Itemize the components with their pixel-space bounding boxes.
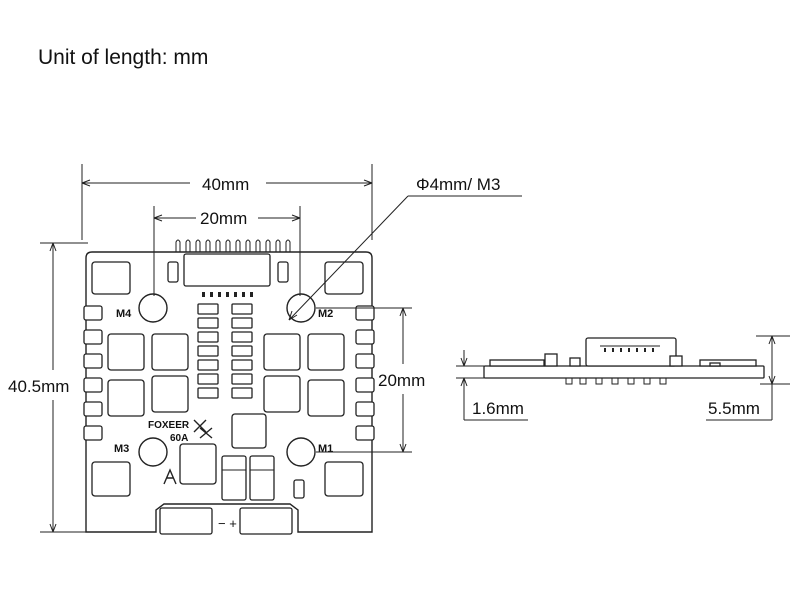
unit-title: Unit of length: mm bbox=[38, 46, 209, 69]
mosfet-grid-right bbox=[263, 333, 345, 417]
resistor-array-right bbox=[231, 303, 253, 399]
side-view bbox=[483, 337, 765, 385]
mosfet-grid-left bbox=[107, 333, 189, 417]
mosfet-pad bbox=[324, 461, 364, 497]
capacitor-large bbox=[221, 455, 247, 501]
height-inner-label: 20mm bbox=[378, 371, 425, 390]
width-outer-label: 40mm bbox=[202, 175, 249, 194]
top-connector-pins bbox=[175, 239, 291, 252]
mount-hole-m3 bbox=[138, 437, 168, 467]
brand-label: FOXEER bbox=[148, 420, 190, 431]
capacitor bbox=[293, 479, 305, 499]
connector-pins-lower bbox=[202, 292, 253, 297]
mount-label-m3: M3 bbox=[114, 443, 129, 455]
height-outer-label: 40.5mm bbox=[8, 377, 69, 396]
mosfet-pad bbox=[324, 261, 364, 295]
mosfet-pad bbox=[179, 443, 217, 485]
hole-label: Φ4mm/ M3 bbox=[416, 175, 500, 194]
mount-label-m1: M1 bbox=[318, 443, 333, 455]
main-connector bbox=[183, 253, 271, 287]
mosfet-pad bbox=[91, 261, 131, 295]
capacitor-large bbox=[249, 455, 275, 501]
arrow-logo bbox=[163, 468, 177, 485]
side-pads bbox=[83, 305, 375, 441]
power-symbols: − + bbox=[218, 516, 237, 531]
mosfet-pad bbox=[91, 461, 131, 497]
mount-label-m2: M2 bbox=[318, 308, 333, 320]
mount-hole-m1 bbox=[286, 437, 316, 467]
model-label: 60A bbox=[170, 433, 188, 444]
resistor-array-left bbox=[197, 303, 219, 399]
mcu-chip bbox=[231, 413, 267, 449]
hole-leader bbox=[288, 195, 409, 321]
board-outline bbox=[85, 251, 373, 533]
mount-hole-m2 bbox=[286, 293, 316, 323]
total-thickness-label: 5.5mm bbox=[708, 399, 760, 418]
mount-label-m4: M4 bbox=[116, 308, 132, 320]
power-pad-positive bbox=[239, 507, 293, 535]
foxeer-logo bbox=[193, 419, 213, 439]
capacitor bbox=[277, 261, 289, 283]
pcb-thickness-label: 1.6mm bbox=[472, 399, 524, 418]
mount-hole-m4 bbox=[138, 293, 168, 323]
capacitor bbox=[167, 261, 179, 283]
power-pad-negative bbox=[159, 507, 213, 535]
width-inner-label: 20mm bbox=[200, 209, 247, 228]
